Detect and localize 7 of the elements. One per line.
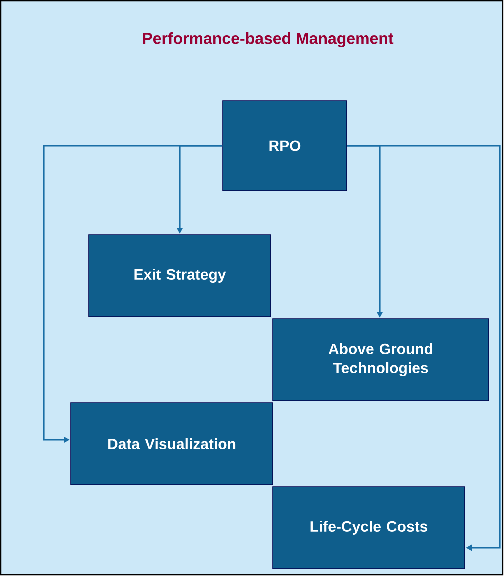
process-box: Life-Cycle Costs: [272, 486, 466, 570]
process-box: Data Visualization: [70, 402, 274, 486]
title: Performance-based Management: [143, 32, 394, 48]
process-box: Exit Strategy: [88, 234, 272, 318]
process-box: Above Ground Technologies: [272, 318, 490, 402]
arrow: [347, 145, 501, 552]
process-box: RPO: [222, 100, 348, 192]
